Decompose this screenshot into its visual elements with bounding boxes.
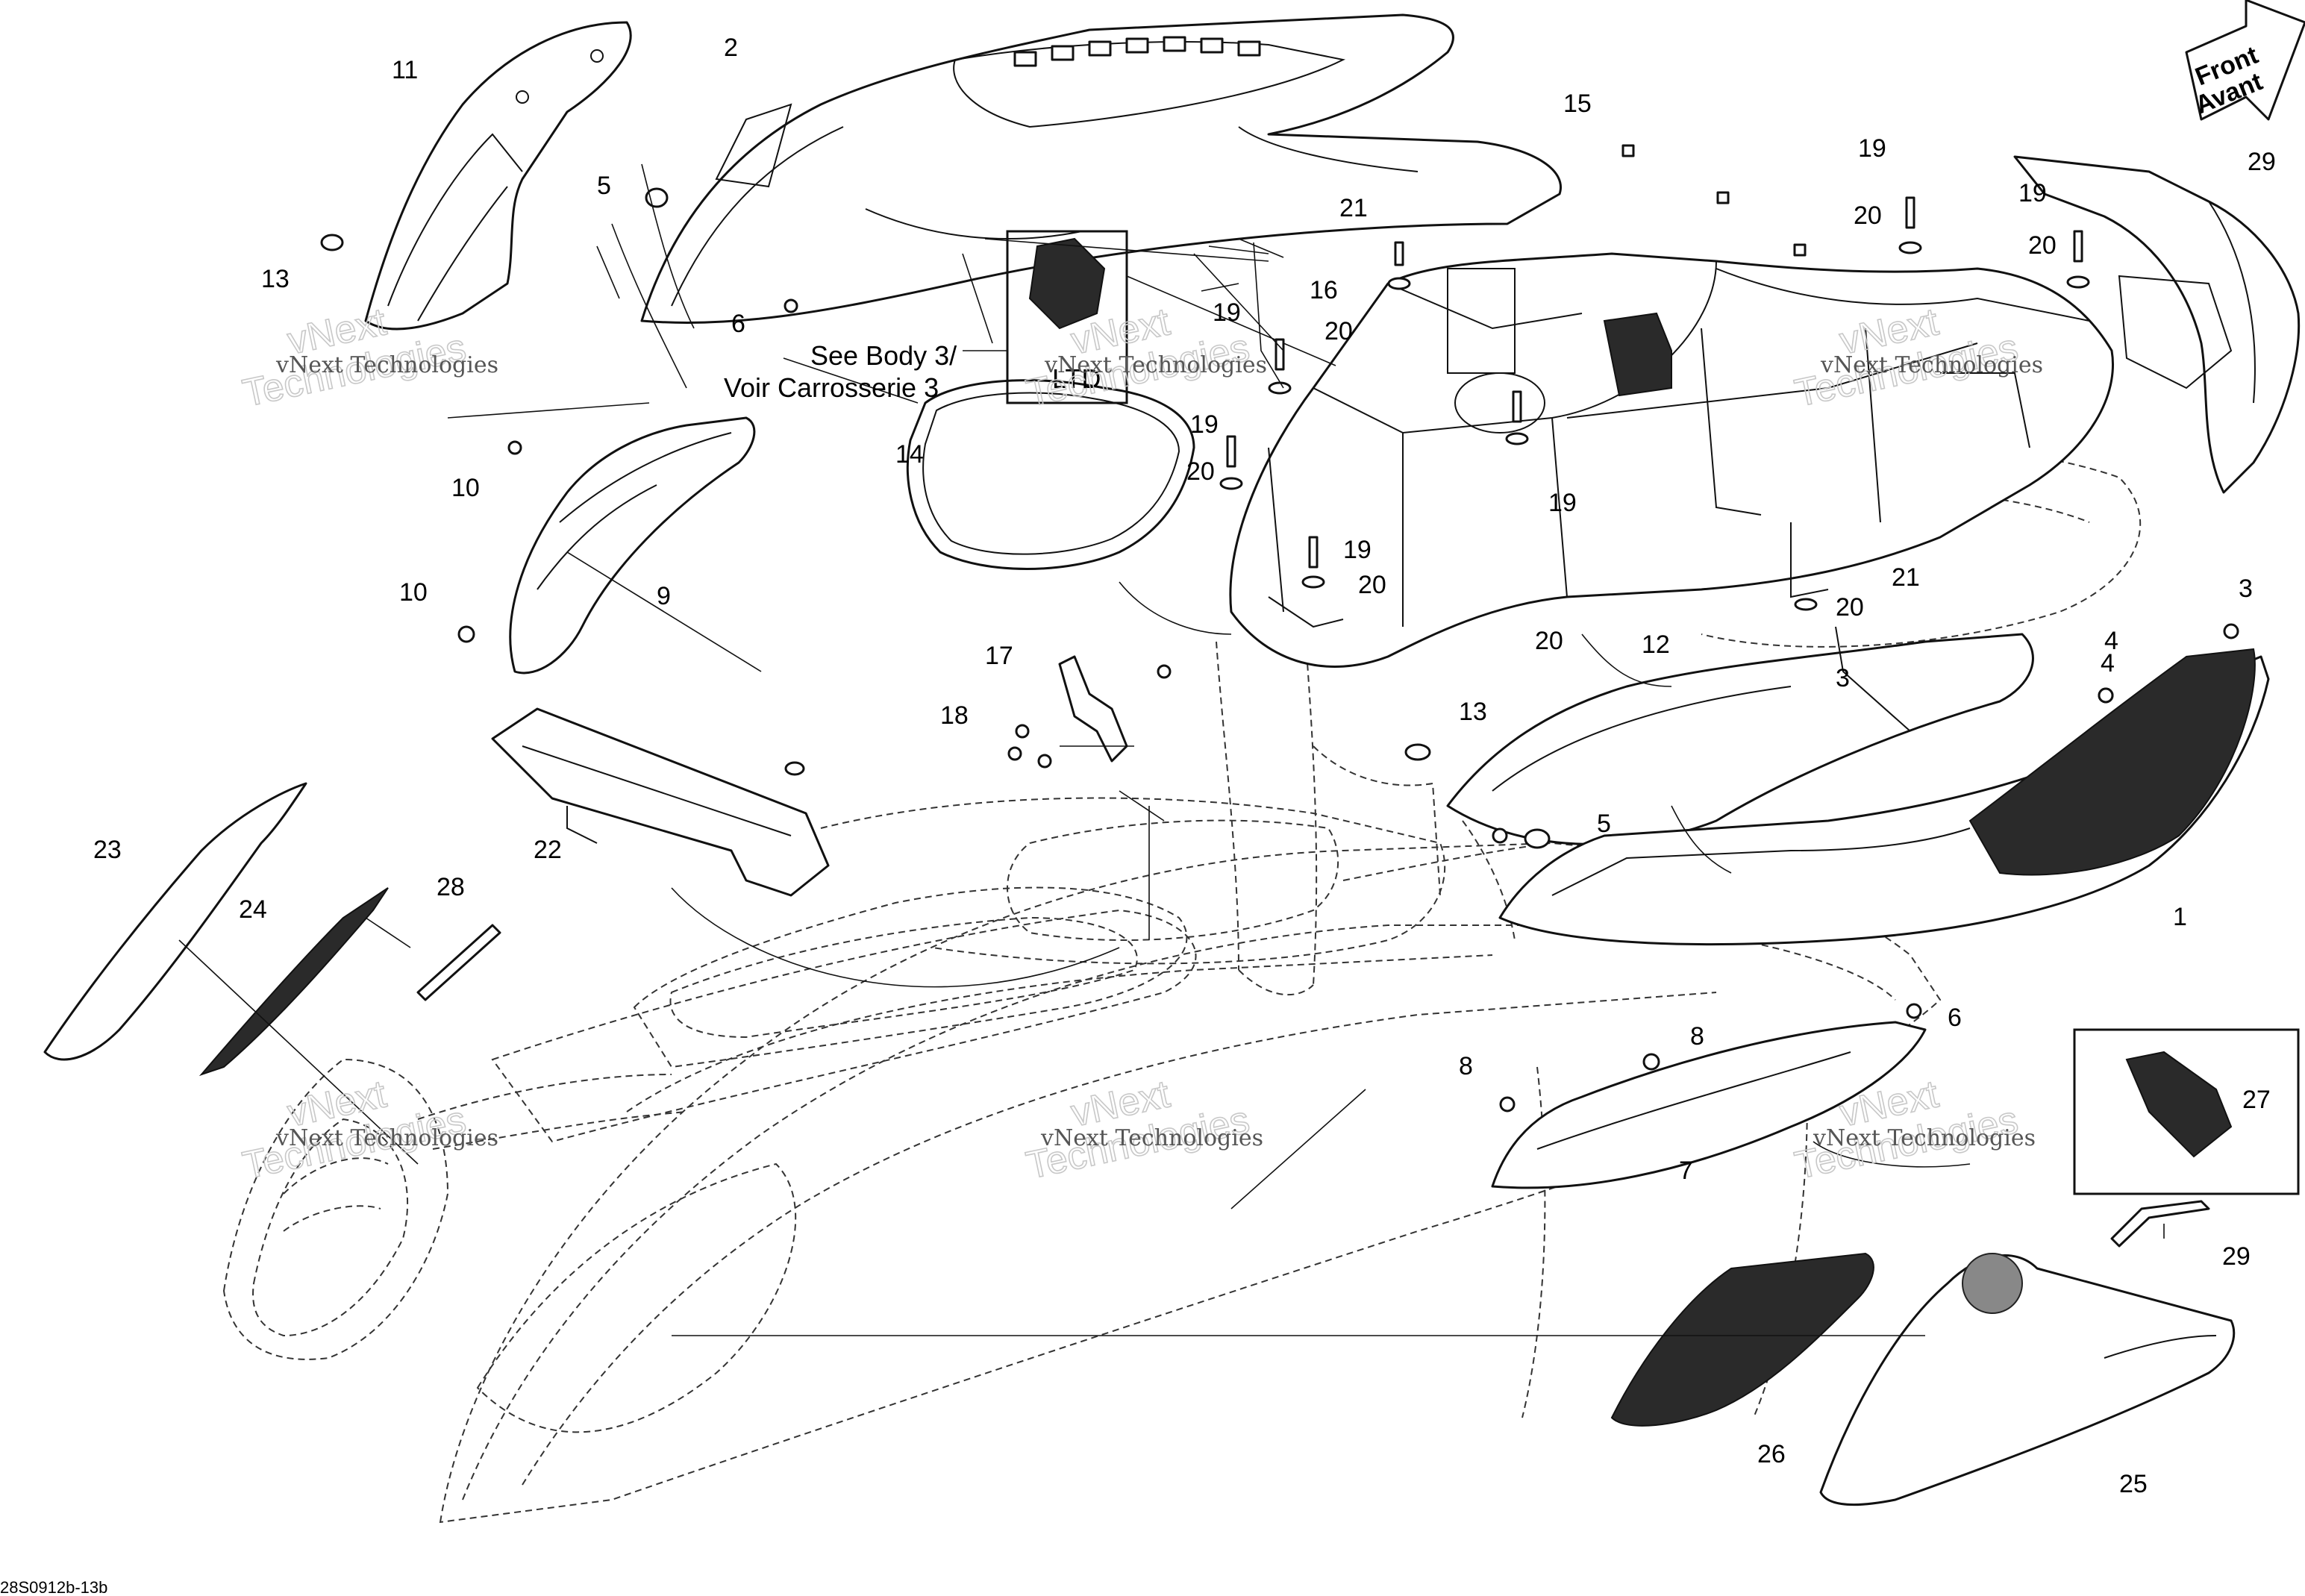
part-2-top-cover: [640, 13, 1562, 325]
callout-number: 20: [1836, 593, 1864, 622]
part-2-clip-row: [1013, 36, 1261, 67]
callout-number: 7: [1679, 1157, 1693, 1185]
callout-number: 9: [657, 582, 671, 610]
callout-number: 4: [2104, 627, 2118, 655]
callout-number: 5: [597, 172, 611, 200]
callout-number: 26: [1757, 1440, 1786, 1468]
callout-number: 4: [2101, 649, 2115, 677]
callout-number: 13: [261, 265, 290, 293]
callout-number: 11: [392, 56, 418, 84]
part-11-side-panel: [364, 21, 632, 331]
part-14-seal-ring: [906, 379, 1195, 570]
callout-number: 3: [2239, 575, 2253, 603]
watermark-small: vNext Technologies: [1820, 352, 2043, 378]
part-23-side-strip: [43, 782, 307, 1061]
callout-number: 2: [724, 34, 738, 62]
ltd-label: LTD: [1052, 363, 1101, 394]
callout-number: 14: [895, 440, 924, 469]
part-16-storage-frame: [1229, 252, 2114, 668]
callout-number: 29: [2248, 148, 2276, 176]
callout-number: 10: [451, 474, 480, 502]
callout-number: 19: [1343, 536, 1372, 564]
callout-numbers: 1233445566788910101112131314151617181919…: [93, 34, 2276, 1498]
watermark-small: vNext Technologies: [275, 1125, 498, 1151]
callout-number: 27: [2242, 1086, 2271, 1114]
callout-number: 25: [2119, 1470, 2148, 1498]
hardware-fasteners: [320, 144, 2239, 1112]
part-25-side-vent: [1819, 1253, 2236, 1506]
front-direction-badge: Front Avant: [2185, 0, 2305, 121]
callout-number: 17: [985, 642, 1013, 670]
callout-number: 15: [1563, 90, 1592, 118]
callout-number: 10: [399, 578, 428, 607]
callout-number: 21: [1892, 563, 1920, 592]
part-7-lower-panel: [1491, 1021, 1927, 1189]
callout-number: 19: [1858, 134, 1886, 163]
watermark-small: vNext Technologies: [275, 352, 498, 378]
callout-number: 1: [2173, 903, 2187, 931]
callout-number: 24: [239, 895, 267, 924]
part-27-inset: [2073, 1028, 2300, 1195]
callout-number: 28: [437, 873, 465, 901]
part-22-plate: [491, 707, 830, 897]
callout-number: 19: [1190, 410, 1219, 439]
callout-number: 19: [1213, 298, 1241, 327]
callout-number: 12: [1642, 630, 1670, 659]
hull-phantom-outline: [222, 443, 2142, 1524]
part-9-vent-piece: [509, 416, 756, 675]
callout-number: 20: [1358, 571, 1386, 599]
callout-number: 8: [1690, 1022, 1704, 1051]
reference-note: See Body 3/ Voir Carrosserie 3 LTD: [724, 340, 1101, 403]
callout-number: 20: [1324, 317, 1353, 345]
callout-number: 5: [1597, 810, 1611, 838]
callout-number: 20: [1186, 457, 1215, 486]
callout-number: 29: [2222, 1242, 2251, 1271]
leader-lines: [178, 163, 2165, 1336]
part-26-mesh-grille: [1610, 1252, 1874, 1427]
part-24-vent-grille: [198, 887, 389, 1077]
callout-number: 21: [1339, 194, 1368, 222]
callout-number: 20: [2028, 231, 2057, 260]
callout-number: 6: [731, 310, 745, 338]
callout-number: 20: [1535, 627, 1563, 655]
watermark-small: vNext Technologies: [1040, 1125, 1263, 1151]
callout-number: 13: [1459, 698, 1487, 726]
part-28-rear-trim: [2013, 155, 2301, 494]
callout-number: 22: [534, 836, 562, 864]
callout-number: 8: [1459, 1052, 1473, 1080]
part-29-trim-strip-right: [2110, 1200, 2210, 1248]
part-1-front-nose: [1498, 626, 2270, 946]
voir-carrosserie-note: Voir Carrosserie 3: [724, 372, 939, 403]
part-29-trim-strip-left: [416, 924, 501, 1001]
callout-number: 23: [93, 836, 122, 864]
document-code: 28S0912b-13b: [0, 1578, 107, 1596]
watermark-small: vNext Technologies: [1044, 352, 1267, 378]
see-body-note: See Body 3/: [810, 340, 957, 371]
watermark-small: vNext Technologies: [1813, 1125, 2036, 1151]
callout-number: 19: [2018, 179, 2047, 207]
callout-number: 20: [1854, 201, 1882, 230]
reference-inset: [963, 230, 1336, 404]
part-17-bracket: [1058, 655, 1128, 763]
callout-number: 6: [1948, 1004, 1962, 1032]
callout-number: 16: [1310, 276, 1338, 304]
callout-number: 19: [1548, 489, 1577, 517]
callout-number: 3: [1836, 664, 1850, 692]
callout-number: 18: [940, 701, 969, 730]
